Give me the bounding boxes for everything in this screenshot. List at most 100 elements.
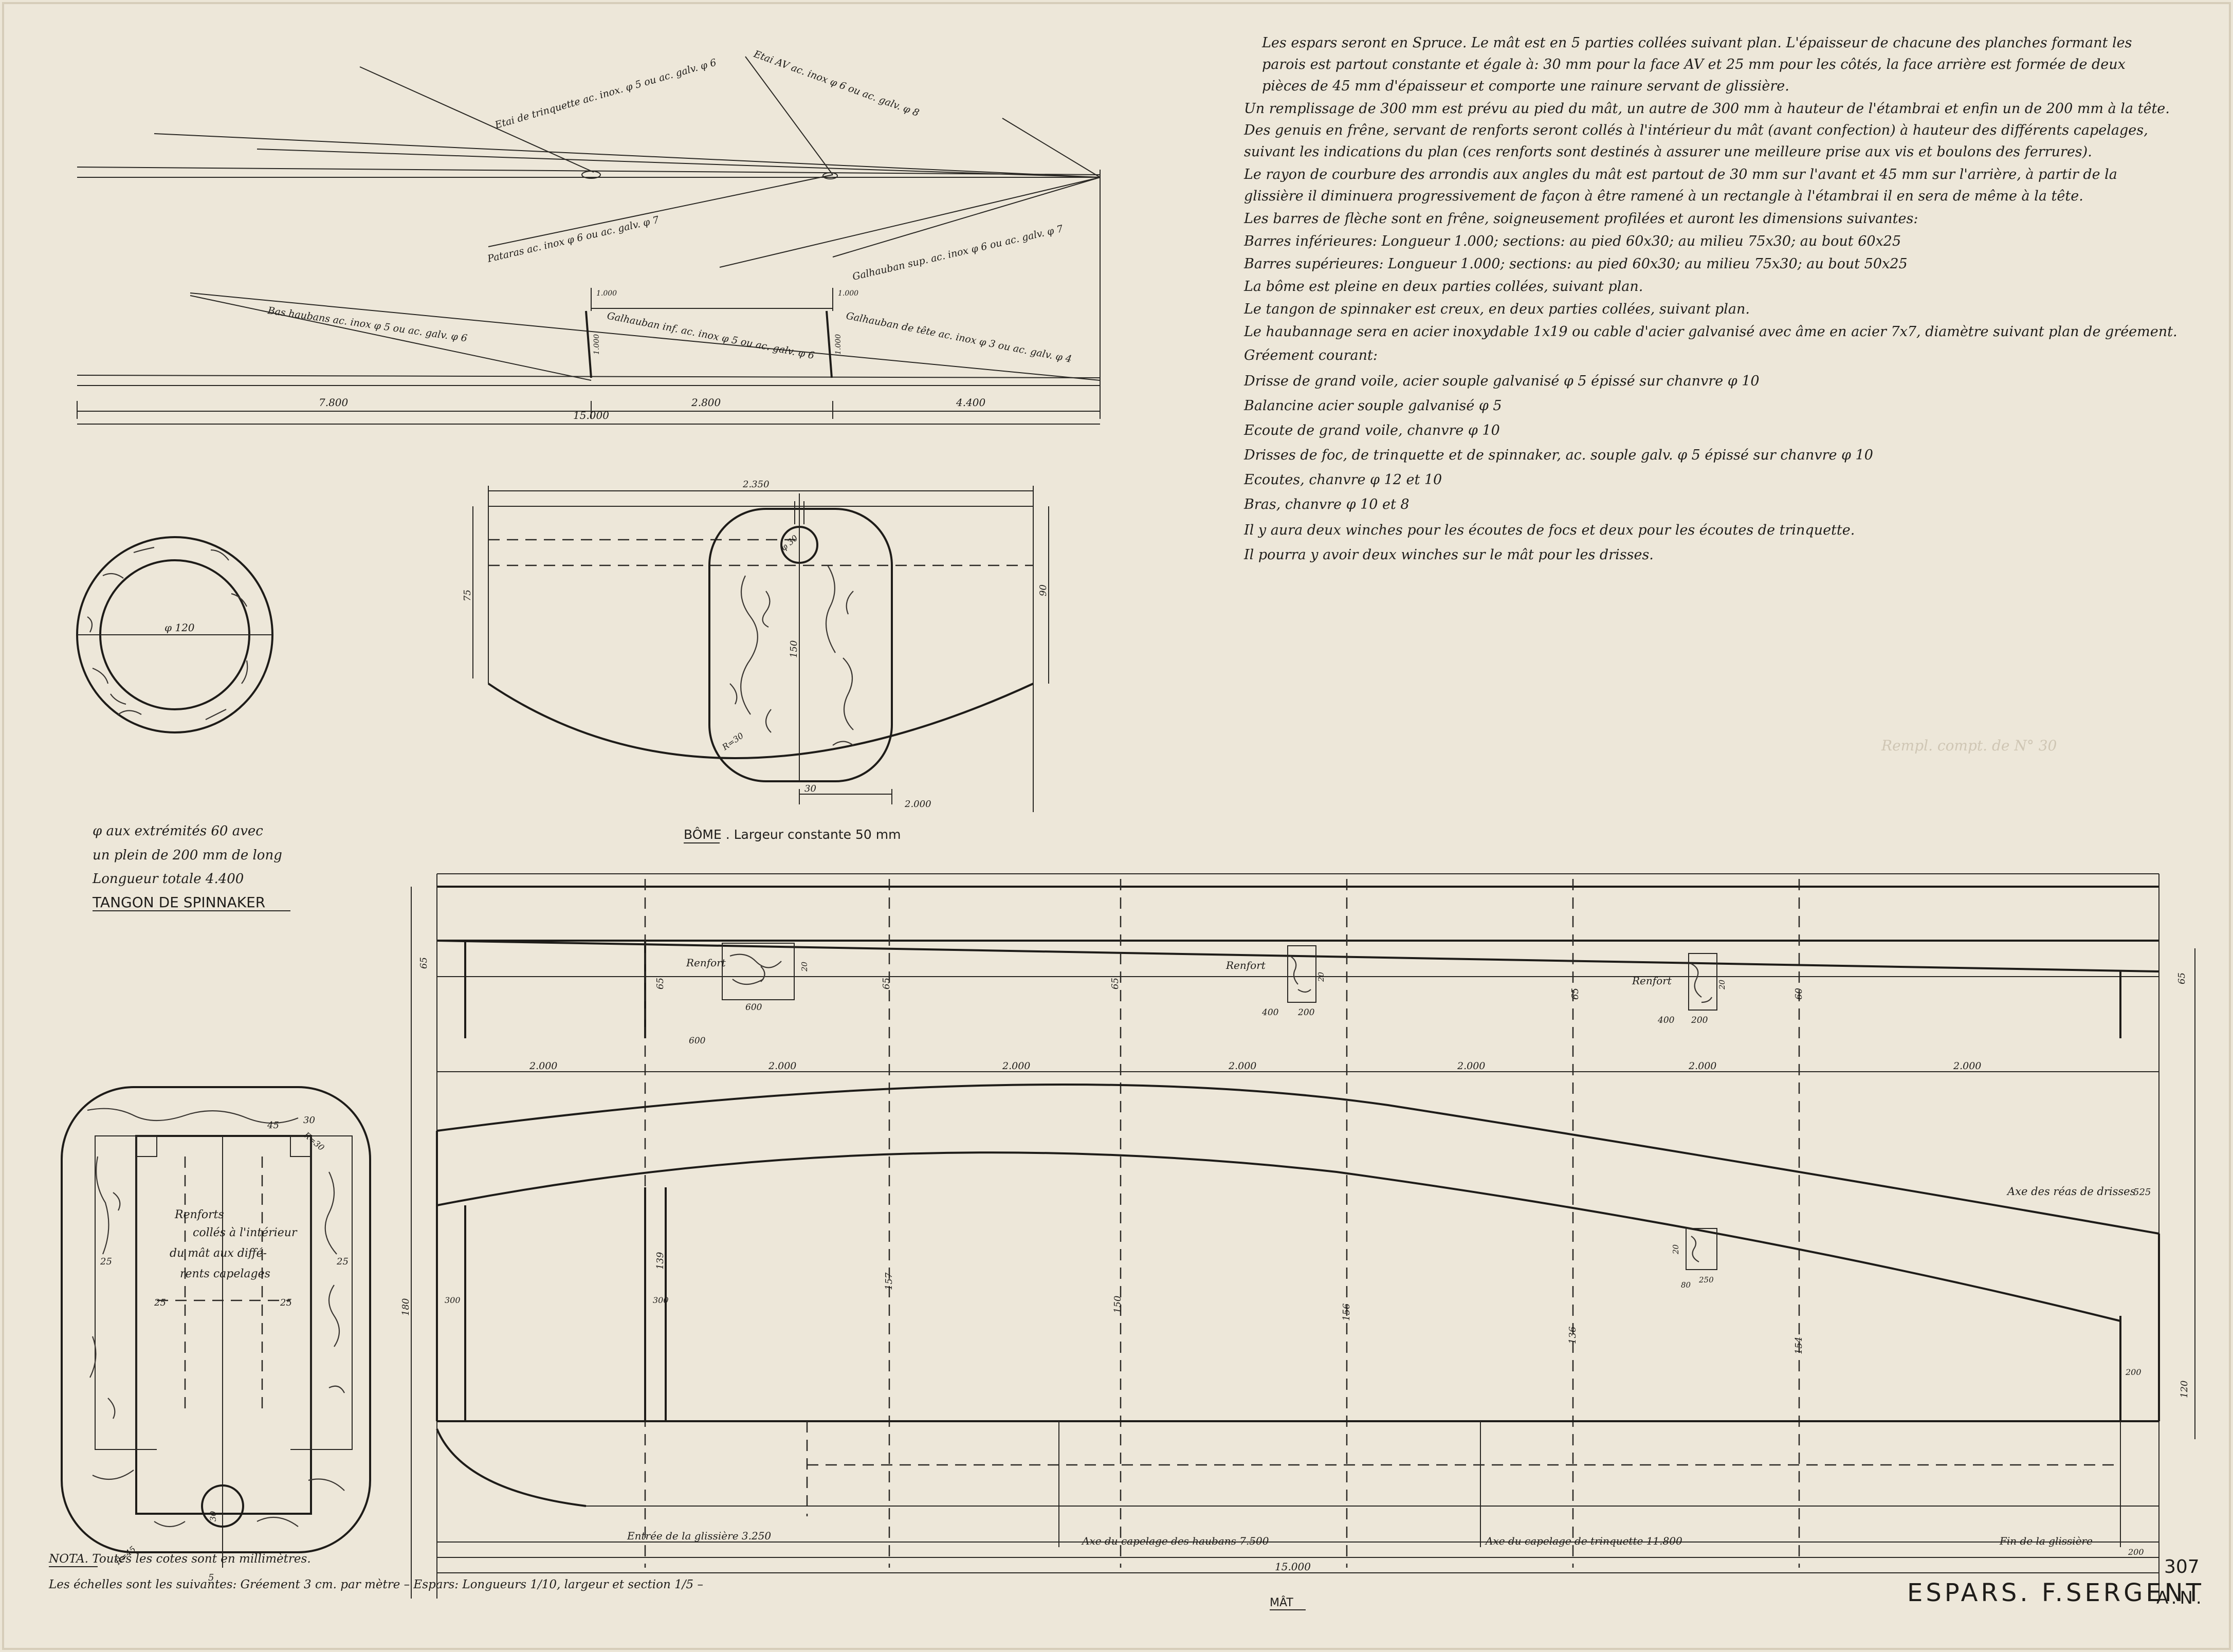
note-line: Il pourra y avoir deux winches sur le mâ…	[1243, 547, 1654, 563]
spec-notes: Les espars seront en Spruce. Le mât est …	[1243, 35, 2177, 754]
spreader-dim-4: 1.000	[834, 334, 843, 355]
note-line: La bôme est pleine en deux parties collé…	[1243, 279, 1643, 295]
rig-dim-15000: 15.000	[573, 409, 609, 421]
footer: NOTA. Toutes les cotes sont en millimètr…	[48, 1552, 2205, 1610]
plate-number: 307	[2164, 1556, 2200, 1577]
section-h-139: 139	[655, 1252, 666, 1270]
note-line: Drisse de grand voile, acier souple galv…	[1243, 373, 1760, 389]
renfort-label-1: Renfort	[686, 957, 726, 969]
side-dim-300a: 300	[445, 1295, 461, 1305]
segment-6: 2.000	[1688, 1060, 1716, 1072]
note-line: Le rayon de courbure des arrondis aux an…	[1243, 167, 2117, 182]
renfort-dim-20c: 20	[1717, 979, 1727, 990]
note-line: Le haubannage sera en acier inoxydable 1…	[1243, 324, 2177, 340]
renfort-dim-200b: 200	[1691, 1015, 1708, 1025]
small-box-80: 80	[1681, 1280, 1691, 1290]
note-line: suivant les indications du plan (ces ren…	[1244, 144, 2092, 160]
section-h-154: 154	[1793, 1337, 1804, 1354]
section-h-150: 150	[1112, 1296, 1123, 1313]
boom-section: 2.350 75 90 2.000 150 R=30 φ 30 30 BÔME …	[462, 479, 1049, 843]
small-box-250: 250	[1698, 1275, 1714, 1284]
sheet-title-suffix: A.N.	[2156, 1588, 2205, 1608]
plan-h-65e: 65	[1570, 988, 1581, 1000]
boom-caption: BÔME . Largeur constante 50 mm	[684, 827, 901, 842]
pole-note-3: Longueur totale 4.400	[92, 871, 244, 887]
section-dim-25a: 25	[100, 1256, 112, 1267]
segment-5: 2.000	[1457, 1060, 1485, 1072]
bottom-label-haubans: Axe du capelage des haubans 7.500	[1081, 1535, 1269, 1547]
plan-h-65f: 65	[2176, 972, 2187, 984]
rig-dim-2800: 2.800	[691, 396, 721, 409]
note-line: glissière il diminuera progressivement d…	[1244, 188, 2083, 204]
section-h-136: 136	[1567, 1327, 1578, 1344]
note-line: Barres supérieures: Longueur 1.000; sect…	[1243, 256, 1908, 272]
boom-dim-90: 90	[1038, 584, 1049, 596]
section-dim-30a: 30	[303, 1115, 315, 1126]
view-name: MÂT	[1270, 1596, 1293, 1609]
boom-dim-30: 30	[804, 783, 816, 794]
note-line: Bras, chanvre φ 10 et 8	[1243, 497, 1410, 512]
sheet-title: ESPARS. F.SERGENT	[1907, 1578, 2204, 1607]
rig-dim-7800: 7.800	[319, 396, 349, 409]
section-dim-25b: 25	[154, 1297, 166, 1308]
rig-dim-4400: 4.400	[956, 396, 986, 409]
boom-dim-2350: 2.350	[742, 479, 770, 490]
boom-dim-2000: 2.000	[904, 799, 931, 810]
note-line: Barres inférieures: Longueur 1.000; sect…	[1243, 233, 1901, 249]
plan-h-60: 60	[1793, 988, 1804, 1000]
spreader-dim-2: 1.000	[593, 334, 601, 355]
faint-pencil-note: Rempl. compt. de N° 30	[1881, 737, 2057, 754]
side-dim-200: 200	[2125, 1367, 2142, 1377]
section-note-3: du mât aux diffé-	[170, 1247, 267, 1260]
note-line: Il y aura deux winches pour les écoutes …	[1243, 522, 1855, 538]
pole-title: TANGON DE SPINNAKER	[92, 894, 265, 911]
bottom-label-glissiere: Entrée de la glissière 3.250	[627, 1530, 771, 1542]
bottom-label-trinquette: Axe du capelage de trinquette 11.800	[1485, 1535, 1682, 1547]
segment-7: 2.000	[1953, 1060, 1981, 1072]
renfort-dim-600b: 600	[689, 1036, 706, 1046]
renfort-dim-400a: 400	[1261, 1007, 1279, 1018]
renfort-dim-20a: 20	[800, 961, 809, 972]
note-line: parois est partout constante et égale à:…	[1262, 57, 2126, 72]
renfort-label-2: Renfort	[1225, 959, 1266, 971]
footer-nota: NOTA. Toutes les cotes sont en millimètr…	[48, 1552, 311, 1566]
pole-note-2: un plein de 200 mm de long	[93, 848, 282, 863]
mast-total-length: 15.000	[1275, 1561, 1311, 1573]
segment-3: 2.000	[1002, 1060, 1030, 1072]
segment-4: 2.000	[1228, 1060, 1256, 1072]
section-dim-5: 5	[208, 1572, 214, 1583]
note-line: Gréement courant:	[1244, 347, 1378, 363]
boom-dim-150: 150	[789, 640, 799, 658]
renfort-dim-600a: 600	[745, 1002, 762, 1013]
spinnaker-pole-section: φ 120 φ aux extrémités 60 avec un plein …	[76, 536, 290, 911]
section-dim-30b: 30	[208, 1511, 218, 1521]
renfort-dim-400b: 400	[1657, 1015, 1675, 1025]
bottom-label-fin-glissiere: Fin de la glissière	[1999, 1535, 2093, 1547]
renfort-dim-20b: 20	[1316, 971, 1326, 982]
side-dim-525: 525	[2133, 1187, 2151, 1198]
note-line: Ecoute de grand voile, chanvre φ 10	[1243, 423, 1500, 438]
note-line: Drisses de foc, de trinquette et de spin…	[1243, 447, 1873, 463]
renfort-label-3: Renfort	[1632, 975, 1672, 987]
section-dim-45: 45	[267, 1120, 279, 1131]
note-line: Balancine acier souple galvanisé φ 5	[1243, 398, 1502, 414]
section-note-4: rents capelages	[180, 1268, 270, 1280]
section-h-180: 180	[400, 1298, 411, 1316]
boom-dim-75: 75	[462, 590, 473, 601]
spreader-dim-1: 1.000	[596, 289, 617, 298]
segment-2: 2.000	[768, 1060, 796, 1072]
side-dim-120: 120	[2179, 1381, 2190, 1398]
plan-h-65d: 65	[1110, 978, 1121, 989]
note-line: Ecoutes, chanvre φ 12 et 10	[1243, 472, 1442, 488]
footer-scales: Les échelles sont les suivantes: Gréemen…	[48, 1578, 703, 1591]
section-note-2: collés à l'intérieur	[193, 1226, 298, 1239]
plan-h-65c: 65	[881, 978, 892, 989]
plan-h-65a: 65	[418, 957, 429, 969]
note-line: Un remplissage de 300 mm est prévu au pi…	[1244, 101, 2170, 117]
pole-diameter: φ 120	[164, 621, 195, 634]
bottom-dim-200: 200	[2128, 1547, 2144, 1557]
note-line: Les espars seront en Spruce. Le mât est …	[1261, 35, 2132, 51]
renfort-dim-200a: 200	[1297, 1007, 1315, 1018]
small-box-20: 20	[1671, 1244, 1680, 1255]
